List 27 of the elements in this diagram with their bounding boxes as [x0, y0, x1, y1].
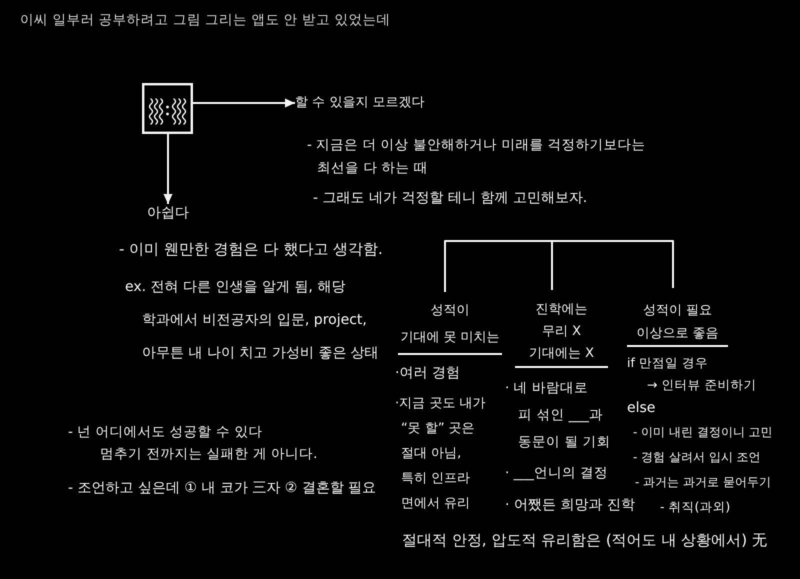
arrow [164, 134, 172, 204]
note-text: else [627, 399, 656, 418]
column-heading: 성적이 필요 이상으로 좋음 [627, 298, 728, 346]
note-text: if 만점일 경우 → 인터뷰 준비하기 [627, 354, 756, 394]
note-text: - 취직(과외) [660, 498, 730, 516]
note-text: - 이미 웬만한 경험은 다 했다고 생각함. [119, 239, 383, 260]
note-text: - 그래도 네가 걱정할 테니 함께 고민해보자. [313, 189, 588, 208]
note-text: · 어쨌든 희망과 진학 [505, 496, 635, 515]
column-heading: 진학에는 무리 X 기대에는 X [515, 299, 608, 368]
note-text: ·지금 곳도 내가 “못 할” 곳은 절대 아님, 특히 인프라 면에서 유리 [395, 394, 486, 512]
note-text: ex. 전혀 다른 인생을 알게 됨, 해당 학과에서 비전공자의 입문, project, 아무튼 내 나이 치고 가성비 좋은 상태 [125, 278, 379, 362]
note-text: - 넌 어디에서도 성공할 수 있다 멈추기 전까지는 실패한 게 아니다. [68, 423, 318, 464]
note-text: · 네 바람대로 피 섞인 ___과 동문이 될 기회 [505, 378, 611, 452]
note-text: - 경험 살려서 입시 조언 [633, 449, 761, 466]
sketch-box [142, 83, 193, 134]
note-text: - 이미 내린 결정이니 고민 [633, 424, 773, 441]
column-heading: 성적이 기대에 못 미치는 [398, 296, 502, 354]
arrow [193, 98, 295, 108]
note-text: 아쉽다 [147, 204, 189, 222]
note-text: - 과거는 과거로 묻어두기 [635, 474, 771, 491]
note-text: - 조언하고 싶은데 ① 내 코가 三자 ② 결혼할 필요 [68, 479, 376, 498]
note-text: · ___언니의 결정 [505, 464, 608, 483]
note-text: 할 수 있을지 모르겠다 [295, 94, 424, 112]
note-text: ·여러 경험 [395, 364, 460, 383]
note-text: 절대적 안정, 압도적 유리함은 (적어도 내 상황에서) 无 [402, 530, 767, 551]
note-text: - 지금은 더 이상 불안해하거나 미래를 걱정하기보다는 최선을 다 하는 때 [307, 136, 646, 178]
title: 이씨 일부러 공부하려고 그림 그리는 앱도 안 받고 있었는데 [20, 11, 390, 30]
